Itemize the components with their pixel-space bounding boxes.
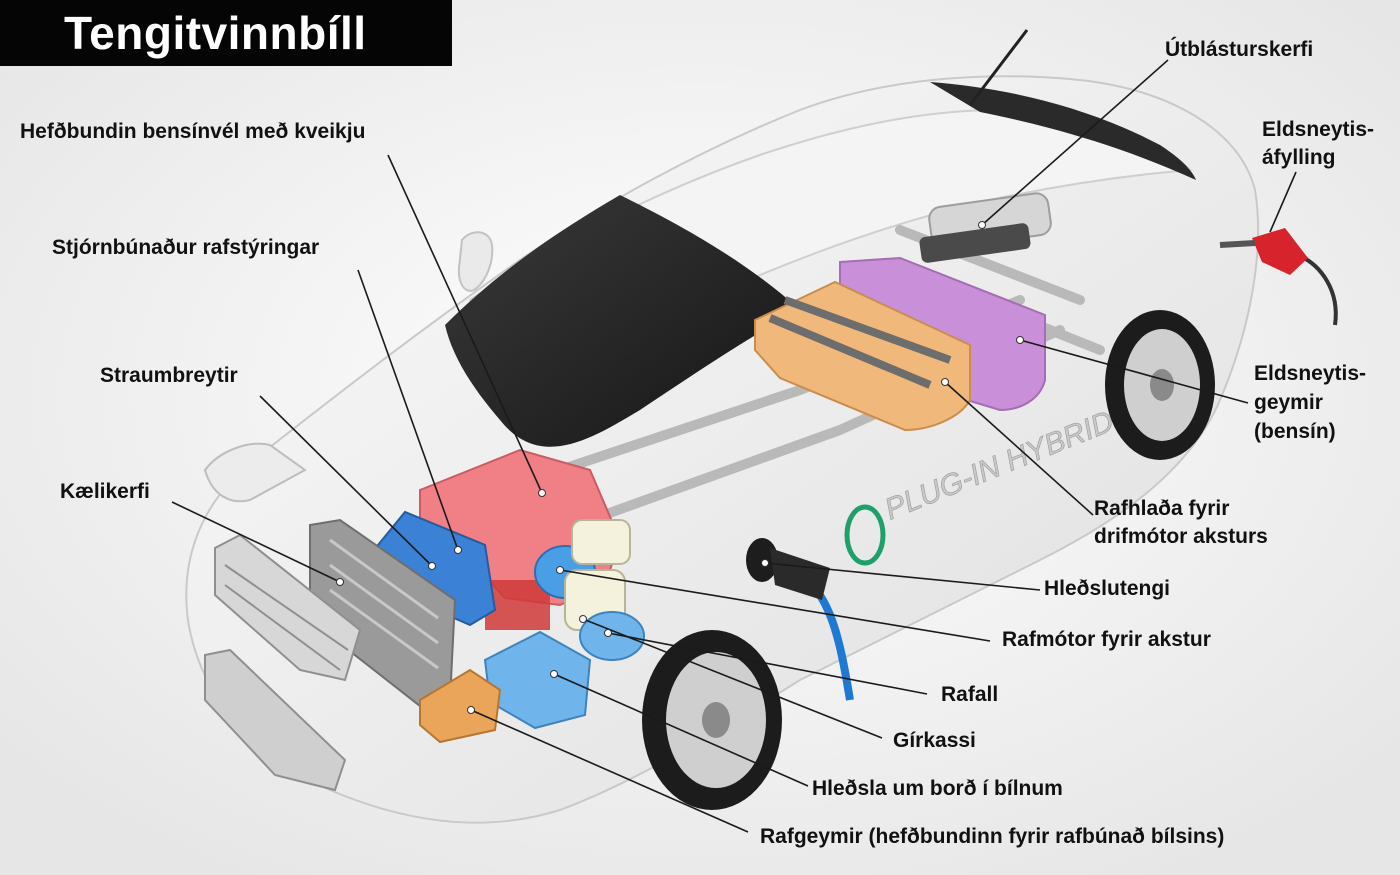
label-cooling: Kælikerfi	[60, 480, 150, 503]
label-power-control: Stjórnbúnaður rafstýringar	[52, 236, 320, 259]
label-traction-motor: Rafmótor fyrir akstur	[1002, 628, 1211, 651]
label-converter: Straumbreytir	[100, 364, 238, 387]
leader-traction-battery	[944, 381, 1094, 516]
dot-gearbox	[579, 615, 587, 623]
dot-power-control	[454, 546, 462, 554]
headlight	[203, 442, 307, 503]
label-aux-battery: Rafgeymir (hefðbundinn fyrir rafbúnað bí…	[760, 825, 1225, 848]
leader-fuel-fill	[1269, 171, 1297, 233]
dot-traction-motor	[556, 566, 564, 574]
label-traction-battery-line1: Rafhlaða fyrir	[1094, 497, 1230, 520]
label-gearbox: Gírkassi	[893, 729, 976, 752]
label-onboard-charger: Hleðsla um borð í bílnum	[812, 777, 1063, 800]
aux-battery-part	[419, 668, 502, 744]
leader-onboard-charger	[553, 673, 809, 787]
label-engine: Hefðbundin bensínvél með kveikju	[20, 120, 366, 143]
leader-fuel-tank	[1019, 339, 1249, 404]
rear-wheel	[1105, 310, 1215, 460]
front-wheel	[642, 630, 782, 810]
leader-cooling	[171, 501, 341, 583]
label-traction-battery-line2: drifmótor aksturs	[1094, 525, 1268, 548]
traction-battery-part	[754, 280, 971, 432]
leader-gearbox	[582, 618, 883, 739]
leader-generator	[607, 632, 928, 695]
dot-fuel-tank	[1016, 336, 1024, 344]
leader-power-control	[357, 269, 459, 551]
title-banner: Tengitvinnbíll	[0, 0, 452, 66]
generator-part	[579, 611, 645, 661]
label-charge-port: Hleðslutengi	[1044, 577, 1171, 600]
leader-lines	[171, 59, 1297, 833]
fuel-nozzle	[1219, 228, 1338, 326]
charge-cable	[746, 538, 854, 701]
exhaust-system-part	[919, 192, 1052, 263]
label-fuel-fill-line2: áfylling	[1262, 146, 1336, 169]
engine-red-block	[485, 580, 550, 630]
leader-converter	[259, 395, 433, 567]
dot-engine	[538, 489, 546, 497]
dot-aux-battery	[467, 706, 475, 714]
dot-generator	[604, 629, 612, 637]
front-grille	[204, 533, 362, 792]
leader-dots	[336, 221, 1024, 714]
leader-charge-port	[764, 562, 1041, 591]
leader-traction-motor	[559, 569, 991, 642]
dot-converter	[428, 562, 436, 570]
leader-exhaust	[981, 59, 1169, 226]
dot-cooling	[336, 578, 344, 586]
windshield	[445, 195, 800, 447]
label-generator: Rafall	[941, 683, 999, 706]
label-fuel-fill-line1: Eldsneytis-	[1262, 118, 1375, 141]
diagram-title: Tengitvinnbíll	[64, 7, 367, 59]
dot-exhaust	[978, 221, 986, 229]
leader-engine	[387, 154, 543, 494]
label-fuel-tank-line1: Eldsneytis-	[1254, 362, 1367, 385]
dot-traction-battery	[941, 378, 949, 386]
side-mirror	[457, 231, 494, 292]
label-exhaust: Útblásturskerfi	[1165, 38, 1314, 61]
dot-charge-port	[761, 559, 769, 567]
leader-aux-battery	[470, 709, 749, 833]
dot-onboard-charger	[550, 670, 558, 678]
label-fuel-tank-line3: (bensín)	[1254, 420, 1336, 443]
label-fuel-tank-line2: geymir	[1254, 391, 1323, 414]
antenna	[968, 29, 1029, 106]
rear-window	[930, 82, 1196, 180]
